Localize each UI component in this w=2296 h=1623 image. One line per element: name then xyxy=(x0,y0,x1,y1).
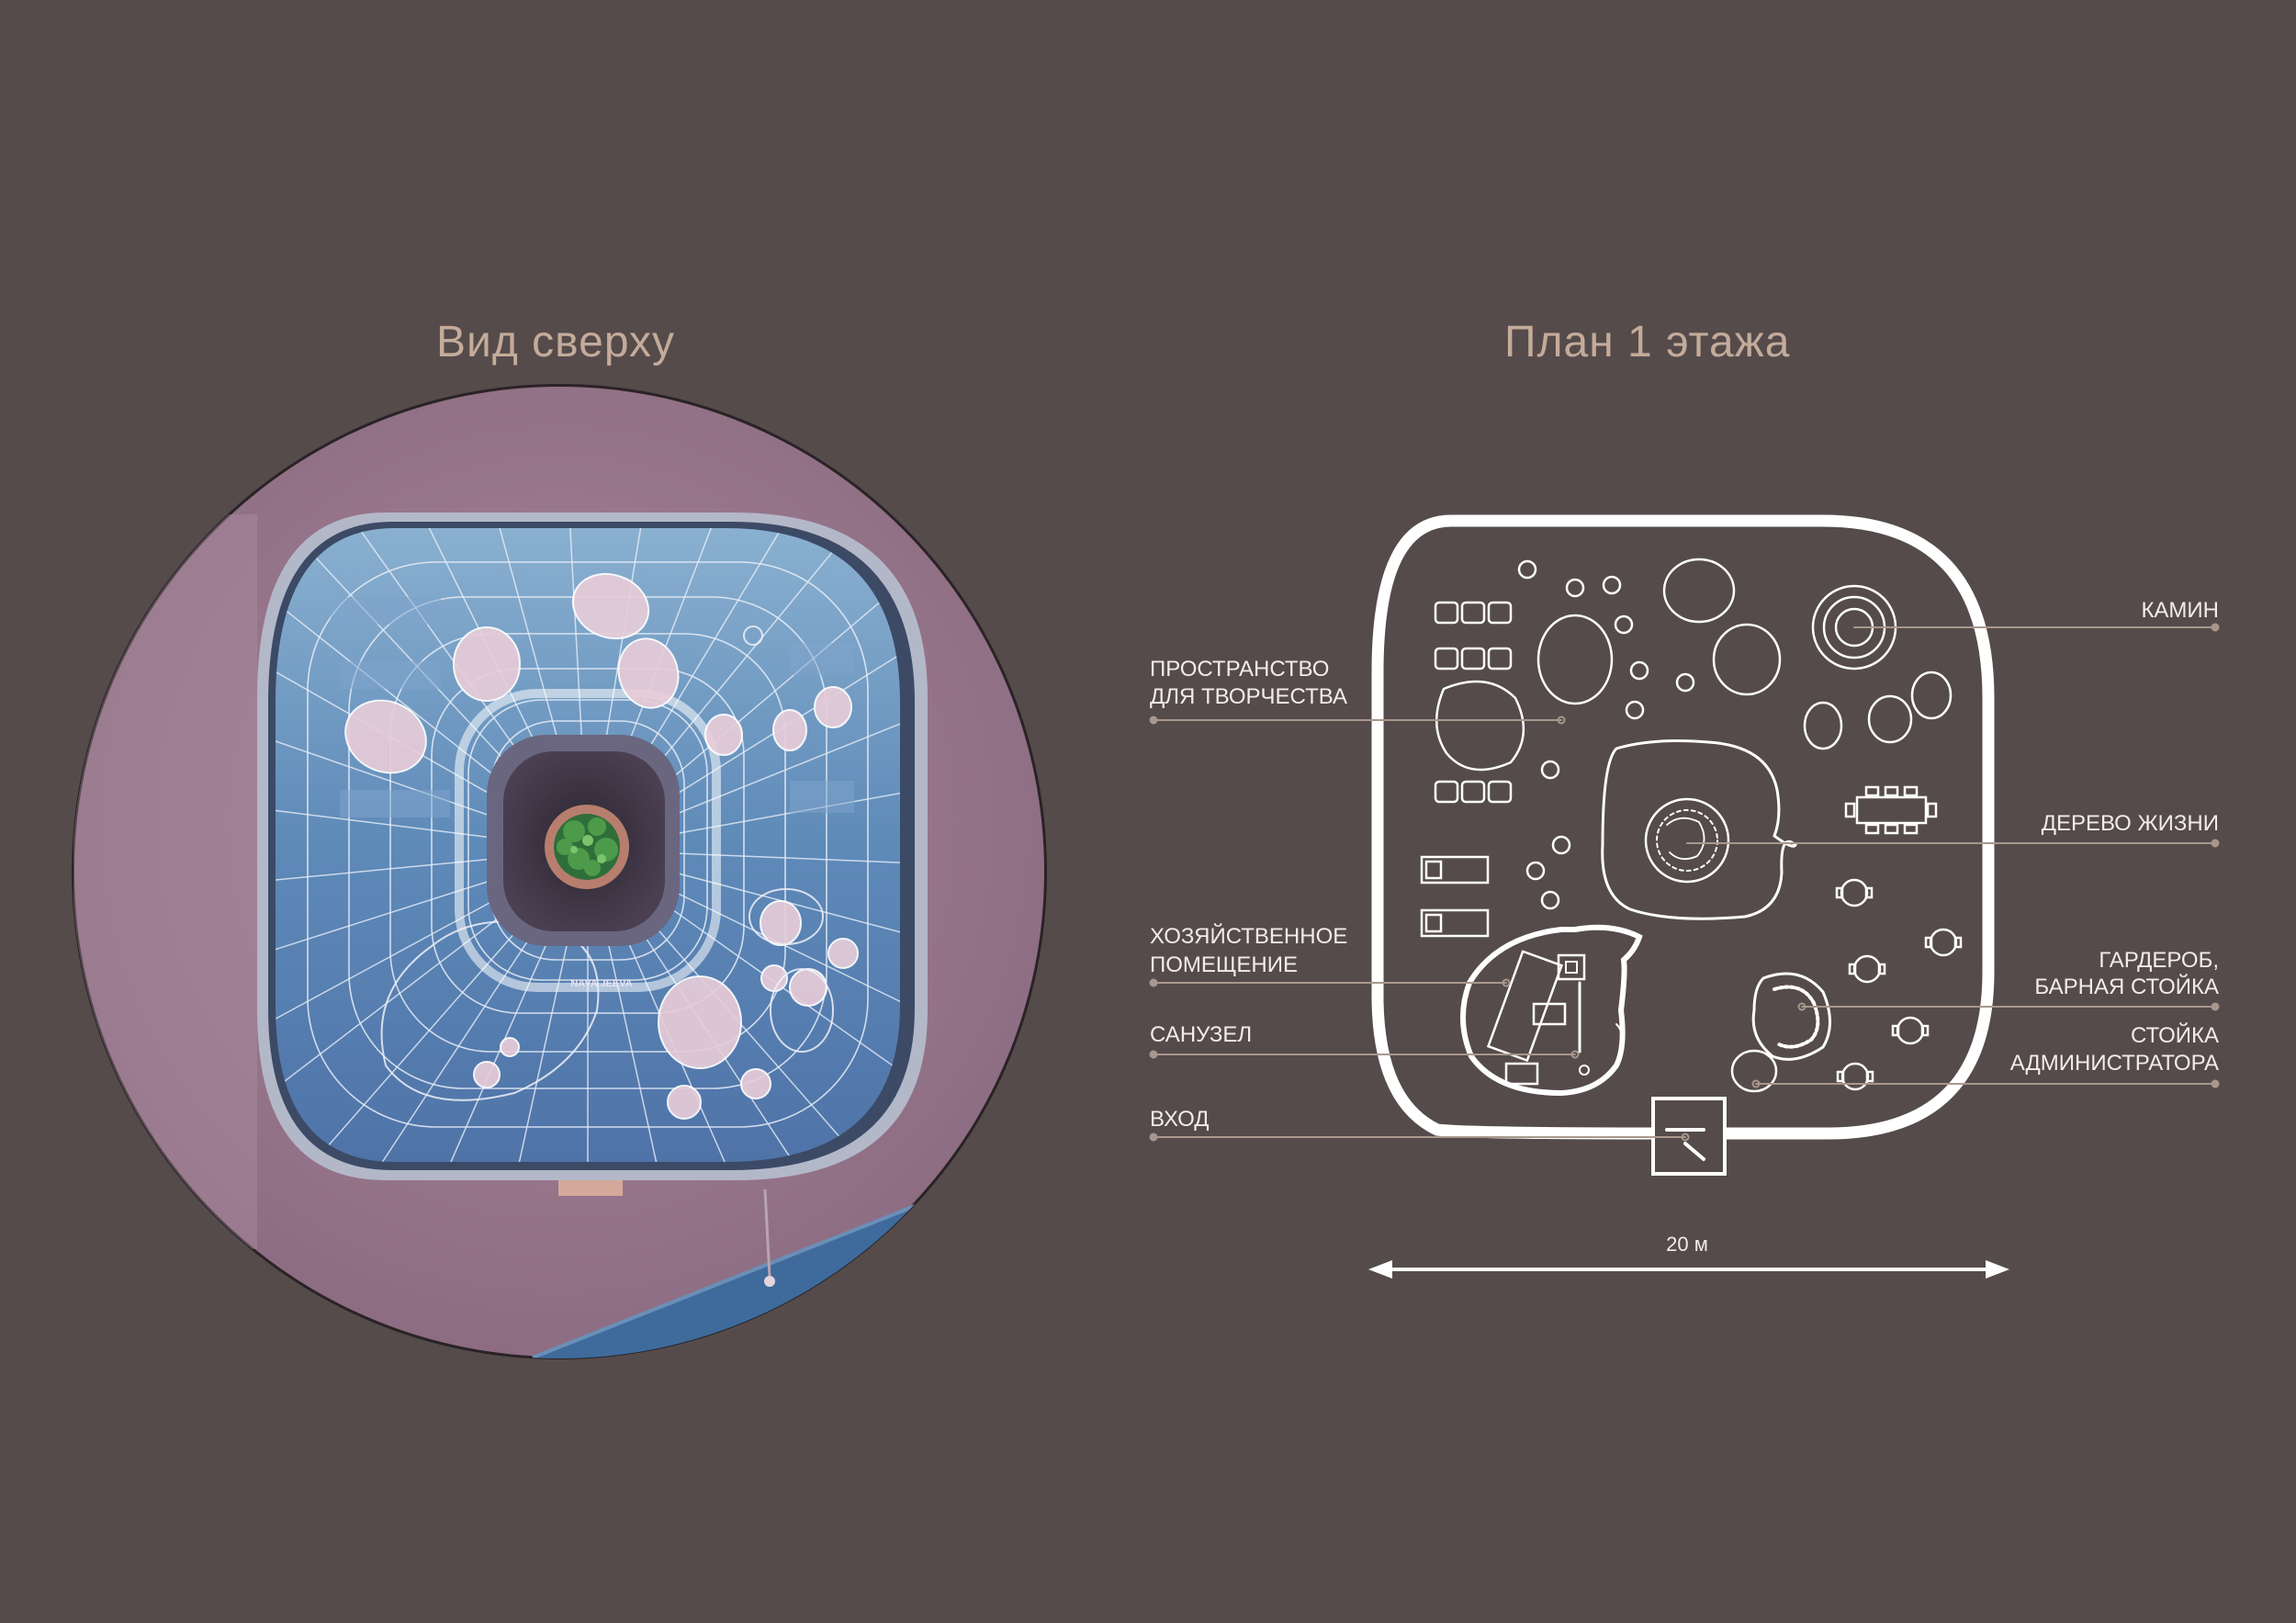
scale-bar: 20 м xyxy=(1368,1233,2009,1279)
floor-plan: ПРОСТРАНСТВО ДЛЯ ТВОРЧЕСТВА ХОЗЯЙСТВЕННО… xyxy=(1149,514,2220,1279)
plan-dining-table xyxy=(1844,785,1938,835)
skylights xyxy=(344,572,859,1120)
plan-loungers xyxy=(1420,855,1490,938)
label-bathroom: САНУЗЕЛ xyxy=(1150,1022,1252,1047)
floor-plan-heading: План 1 этажа xyxy=(1504,318,1791,366)
leader-lines xyxy=(1149,623,2220,1142)
label-wardrobe-line1: ГАРДЕРОБ, xyxy=(2099,948,2219,973)
top-view-render: NAVA JEEVA xyxy=(72,384,1047,1359)
label-utility-line2: ПОМЕЩЕНИЕ xyxy=(1150,952,1298,977)
plan-tree-room xyxy=(1601,739,1797,920)
label-admin-line2: АДМИНИСТРАТОРА xyxy=(2010,1051,2219,1076)
plan-round-tables xyxy=(1835,878,1963,1091)
label-utility-line1: ХОЗЯЙСТВЕННОЕ xyxy=(1150,923,1347,949)
label-tree-of-life: ДЕРЕВО ЖИЗНИ xyxy=(2042,811,2219,836)
plan-utility-block xyxy=(1460,924,1643,1097)
label-fireplace: КАМИН xyxy=(2141,598,2219,623)
plan-outer-wall xyxy=(1371,514,1995,1140)
label-entrance: ВХОД xyxy=(1150,1107,1210,1132)
plan-chairs xyxy=(1434,601,1513,804)
label-admin-line1: СТОЙКА xyxy=(2131,1022,2219,1048)
label-wardrobe-line2: БАРНАЯ СТОЙКА xyxy=(2034,974,2219,999)
plan-bar-counter xyxy=(1751,972,1831,1061)
plan-pebbles xyxy=(1435,558,1953,1093)
render-sign-text: NAVA JEEVA xyxy=(570,978,632,989)
label-creative-space-line1: ПРОСТРАНСТВО xyxy=(1150,657,1329,682)
scale-label: 20 м xyxy=(1666,1233,1708,1256)
plan-labels: ПРОСТРАНСТВО ДЛЯ ТВОРЧЕСТВА ХОЗЯЙСТВЕННО… xyxy=(1150,598,2219,1132)
scale-arrow-right-icon xyxy=(1986,1260,2009,1279)
scale-arrow-left-icon xyxy=(1368,1260,1392,1279)
label-creative-space-line2: ДЛЯ ТВОРЧЕСТВА xyxy=(1150,684,1347,709)
top-view-heading: Вид сверху xyxy=(436,318,675,366)
